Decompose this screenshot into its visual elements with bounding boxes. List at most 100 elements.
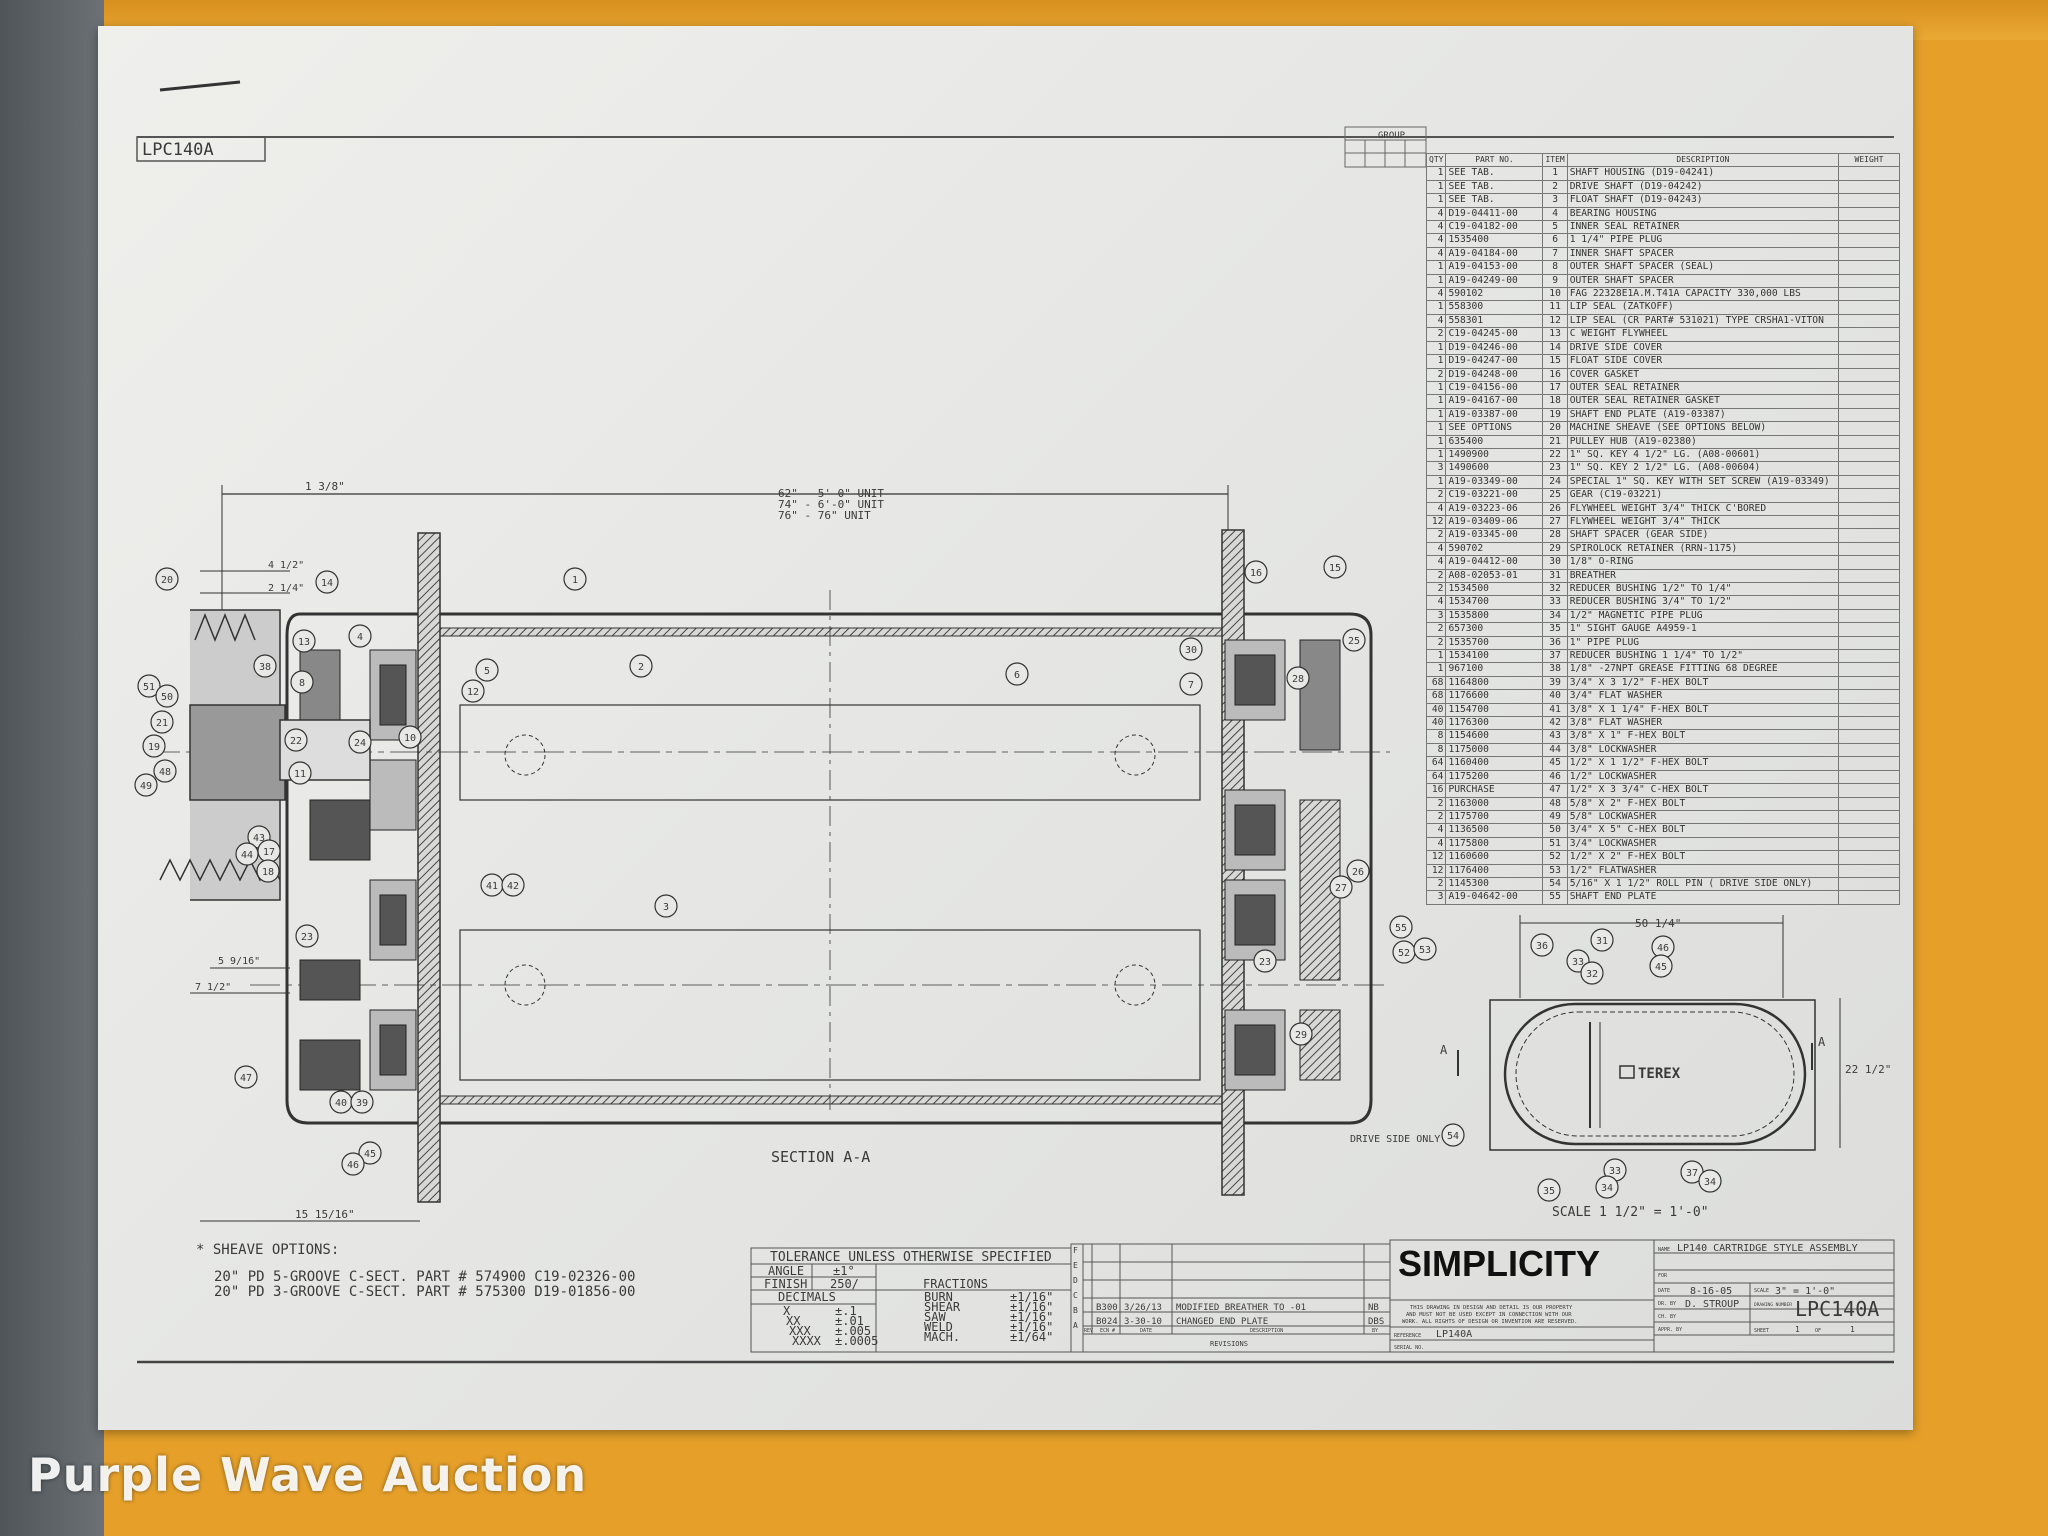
- parts-cell-part-no: 1160600: [1445, 850, 1544, 865]
- balloon-label: 10: [404, 733, 416, 744]
- parts-cell-qty: 2: [1425, 796, 1447, 811]
- svg-text:20" PD 5-GROOVE C-SECT. PART #: 20" PD 5-GROOVE C-SECT. PART # 574900 C1…: [214, 1269, 635, 1285]
- pulley-hub: [189, 704, 286, 801]
- parts-cell-weight: [1838, 394, 1900, 409]
- parts-cell-qty: 2: [1425, 581, 1447, 597]
- svg-text:8-16-05: 8-16-05: [1690, 1286, 1732, 1297]
- parts-cell-item: 43: [1542, 729, 1568, 744]
- parts-cell-part-no: 967100: [1445, 662, 1544, 677]
- balloon-label: 7: [1188, 680, 1194, 691]
- end-view: [1457, 915, 1841, 1151]
- revision-ecn: B024: [1096, 1317, 1118, 1327]
- balloon-circle: [155, 684, 179, 708]
- parts-cell-weight: [1838, 796, 1900, 811]
- balloon-circle: [1244, 560, 1268, 584]
- left-flange: [417, 532, 441, 1203]
- parts-cell-description: REDUCER BUSHING 1 1/4" TO 1/2": [1566, 649, 1840, 664]
- parts-cell-qty: 40: [1425, 702, 1447, 718]
- parts-cell-description: 1" SIGHT GAUGE A4959-1: [1566, 622, 1840, 637]
- balloon-circle: [1329, 875, 1353, 899]
- parts-cell-part-no: C19-04245-00: [1445, 327, 1544, 342]
- fraction-value: ±1/64": [1010, 1330, 1053, 1344]
- parts-cell-item: 34: [1542, 608, 1568, 624]
- parts-cell-weight: [1838, 742, 1900, 758]
- revision-header: DESCRIPTION: [1250, 1328, 1283, 1334]
- parts-cell-description: 3/8" X 1 1/4" F-HEX BOLT: [1566, 702, 1840, 718]
- parts-cell-description: DRIVE SHAFT (D19-04242): [1566, 179, 1840, 195]
- drawing-label: LPC140A: [142, 140, 214, 160]
- parts-cell-description: 1" PIPE PLUG: [1566, 635, 1840, 651]
- parts-cell-qty: 1: [1425, 166, 1447, 181]
- revision-letter: E: [1073, 1261, 1078, 1270]
- balloon-label: 50: [161, 692, 173, 703]
- balloon-circle: [654, 894, 678, 918]
- svg-text:1: 1: [1850, 1325, 1855, 1334]
- section-mark-a-left: A: [1440, 1043, 1448, 1057]
- end-view-scale: SCALE 1 1/2" = 1'-0": [1552, 1205, 1709, 1220]
- parts-cell-part-no: 1160400: [1445, 756, 1544, 771]
- parts-cell-qty: 8: [1425, 742, 1447, 758]
- parts-cell-qty: 4: [1425, 220, 1447, 235]
- parts-cell-item: 14: [1542, 340, 1568, 356]
- balloon-label: 23: [1259, 957, 1271, 968]
- parts-cell-description: 1/2" X 1 1/2" F-HEX BOLT: [1566, 756, 1840, 771]
- parts-cell-part-no: A19-03345-00: [1445, 528, 1544, 543]
- balloon-circle: [1286, 666, 1310, 690]
- parts-cell-part-no: 1175700: [1445, 809, 1544, 825]
- drawing-name: LP140 CARTRIDGE STYLE ASSEMBLY: [1677, 1243, 1858, 1254]
- parts-cell-description: 1/8" -27NPT GREASE FITTING 68 DEGREE: [1566, 662, 1840, 677]
- parts-cell-weight: [1838, 447, 1900, 463]
- balloon-label: 51: [143, 682, 155, 693]
- parts-cell-qty: 1: [1425, 300, 1447, 315]
- parts-cell-item: 5: [1542, 220, 1568, 235]
- balloon-label: 23: [301, 932, 313, 943]
- parts-cell-part-no: 1154600: [1445, 729, 1544, 744]
- balloon-label: 26: [1352, 867, 1364, 878]
- parts-cell-weight: [1838, 434, 1900, 449]
- balloon-circle: [295, 924, 319, 948]
- balloon-circle: [1595, 1175, 1619, 1199]
- parts-cell-weight: [1838, 220, 1900, 235]
- revision-letter: D: [1073, 1276, 1078, 1285]
- parts-cell-description: 1 1/4" PIPE PLUG: [1566, 233, 1840, 248]
- tolerance-block: TOLERANCE UNLESS OTHERWISE SPECIFIED ANG…: [764, 1250, 1052, 1304]
- parts-cell-weight: [1838, 474, 1900, 490]
- decimal-value: ±.1: [835, 1304, 857, 1318]
- parts-cell-weight: [1838, 327, 1900, 342]
- section-dimension-text: 62" - 5'-0" UNIT 74" - 6'-0" UNIT 76" - …: [195, 480, 884, 1221]
- balloon-circle: [1441, 1123, 1465, 1147]
- parts-cell-weight: [1838, 179, 1900, 195]
- parts-cell-qty: 2: [1425, 809, 1447, 825]
- parts-cell-part-no: 1534100: [1445, 649, 1544, 664]
- svg-text:ANGLE: ANGLE: [768, 1264, 804, 1278]
- balloon-circle: [1580, 961, 1604, 985]
- parts-cell-description: REDUCER BUSHING 1/2" TO 1/4": [1566, 581, 1840, 597]
- balloon-circle: [1323, 555, 1347, 579]
- parts-cell-qty: 64: [1425, 769, 1447, 785]
- parts-cell-description: 3/4" FLAT WASHER: [1566, 689, 1840, 704]
- parts-cell-item: 27: [1542, 514, 1568, 530]
- balloon-label: 17: [263, 847, 275, 858]
- parts-cell-qty: 2: [1425, 327, 1447, 342]
- parts-cell-part-no: A19-04412-00: [1445, 555, 1544, 570]
- parts-cell-item: 18: [1542, 394, 1568, 409]
- parts-cell-weight: [1838, 367, 1900, 382]
- balloon-circle: [142, 734, 166, 758]
- balloon-circle: [284, 728, 308, 752]
- parts-cell-qty: 1: [1425, 649, 1447, 664]
- parts-cell-item: 22: [1542, 447, 1568, 463]
- svg-text:NAME: NAME: [1658, 1247, 1670, 1253]
